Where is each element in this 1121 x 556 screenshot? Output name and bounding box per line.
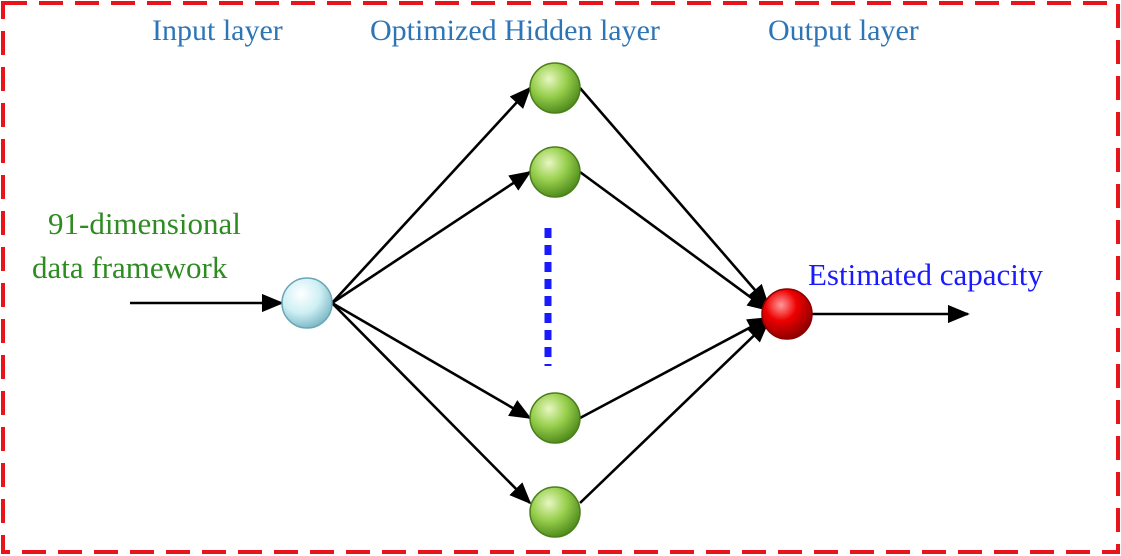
hidden-layer-title: Optimized Hidden layer bbox=[370, 14, 660, 47]
input-node bbox=[281, 277, 333, 329]
hidden-node-4 bbox=[529, 486, 581, 538]
connection-hidden-output-3 bbox=[579, 316, 770, 420]
hidden-node-2 bbox=[529, 146, 581, 198]
input-layer-title: Input layer bbox=[152, 14, 283, 47]
connection-hidden-output-2 bbox=[579, 170, 770, 312]
hidden-node-3 bbox=[529, 392, 581, 444]
input-description-line1: 91-dimensional bbox=[48, 206, 241, 241]
hidden-node-1 bbox=[529, 62, 581, 114]
connection-hidden-output-1 bbox=[579, 87, 770, 307]
output-description: Estimated capacity bbox=[808, 257, 1043, 292]
output-layer-title: Output layer bbox=[768, 14, 919, 47]
input-description-line2: data framework bbox=[32, 250, 228, 285]
connection-input-hidden-4 bbox=[331, 302, 532, 505]
connection-input-hidden-3 bbox=[331, 301, 532, 420]
connection-hidden-output-4 bbox=[579, 320, 770, 504]
connection-input-hidden-1 bbox=[331, 86, 532, 304]
connection-input-hidden-2 bbox=[331, 170, 532, 305]
output-node bbox=[761, 288, 813, 340]
